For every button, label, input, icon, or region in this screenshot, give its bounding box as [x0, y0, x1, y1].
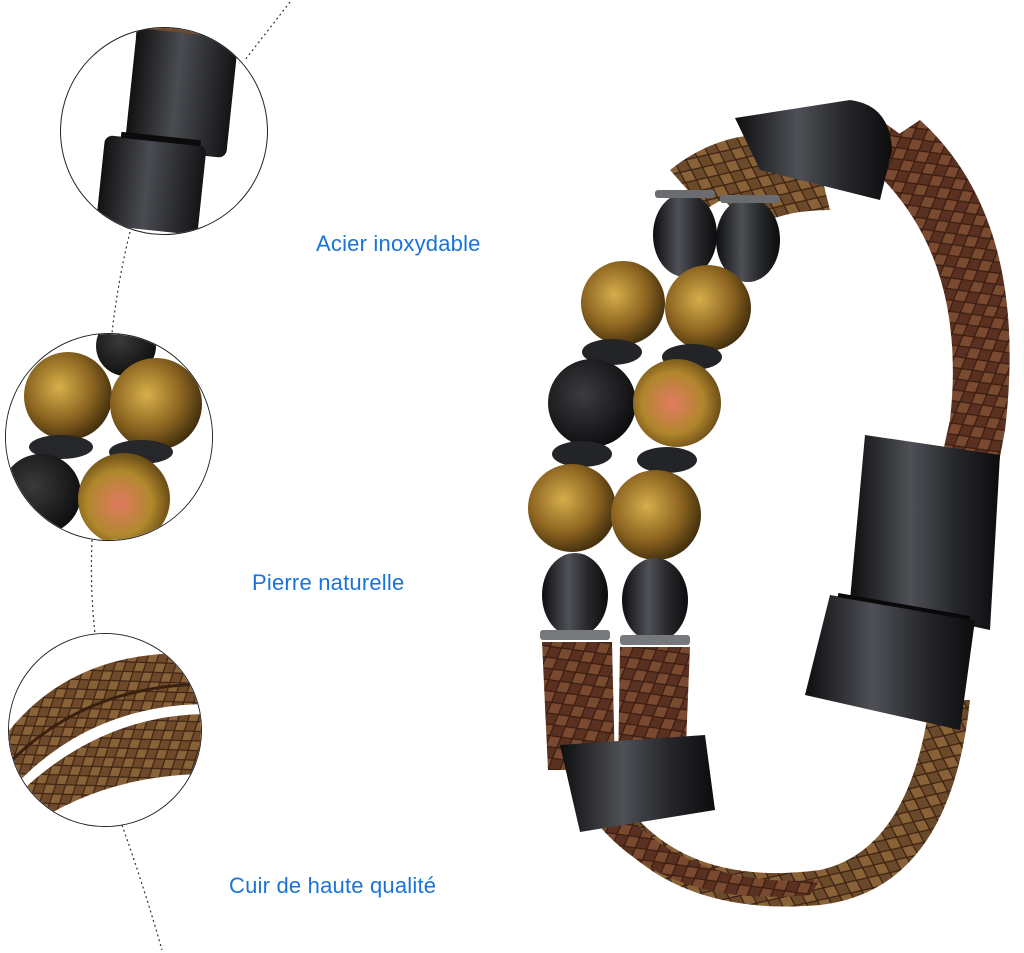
stone-beads-detail-image: [5, 333, 213, 541]
leather-detail-image: [8, 633, 202, 827]
feature-label-stone: Pierre naturelle: [252, 570, 405, 595]
bracelet-product-image: [528, 100, 1010, 907]
feature-label-leather: Cuir de haute qualité: [229, 873, 437, 898]
clasp-detail-image: [60, 27, 268, 235]
feature-label-steel: Acier inoxydable: [316, 231, 481, 256]
